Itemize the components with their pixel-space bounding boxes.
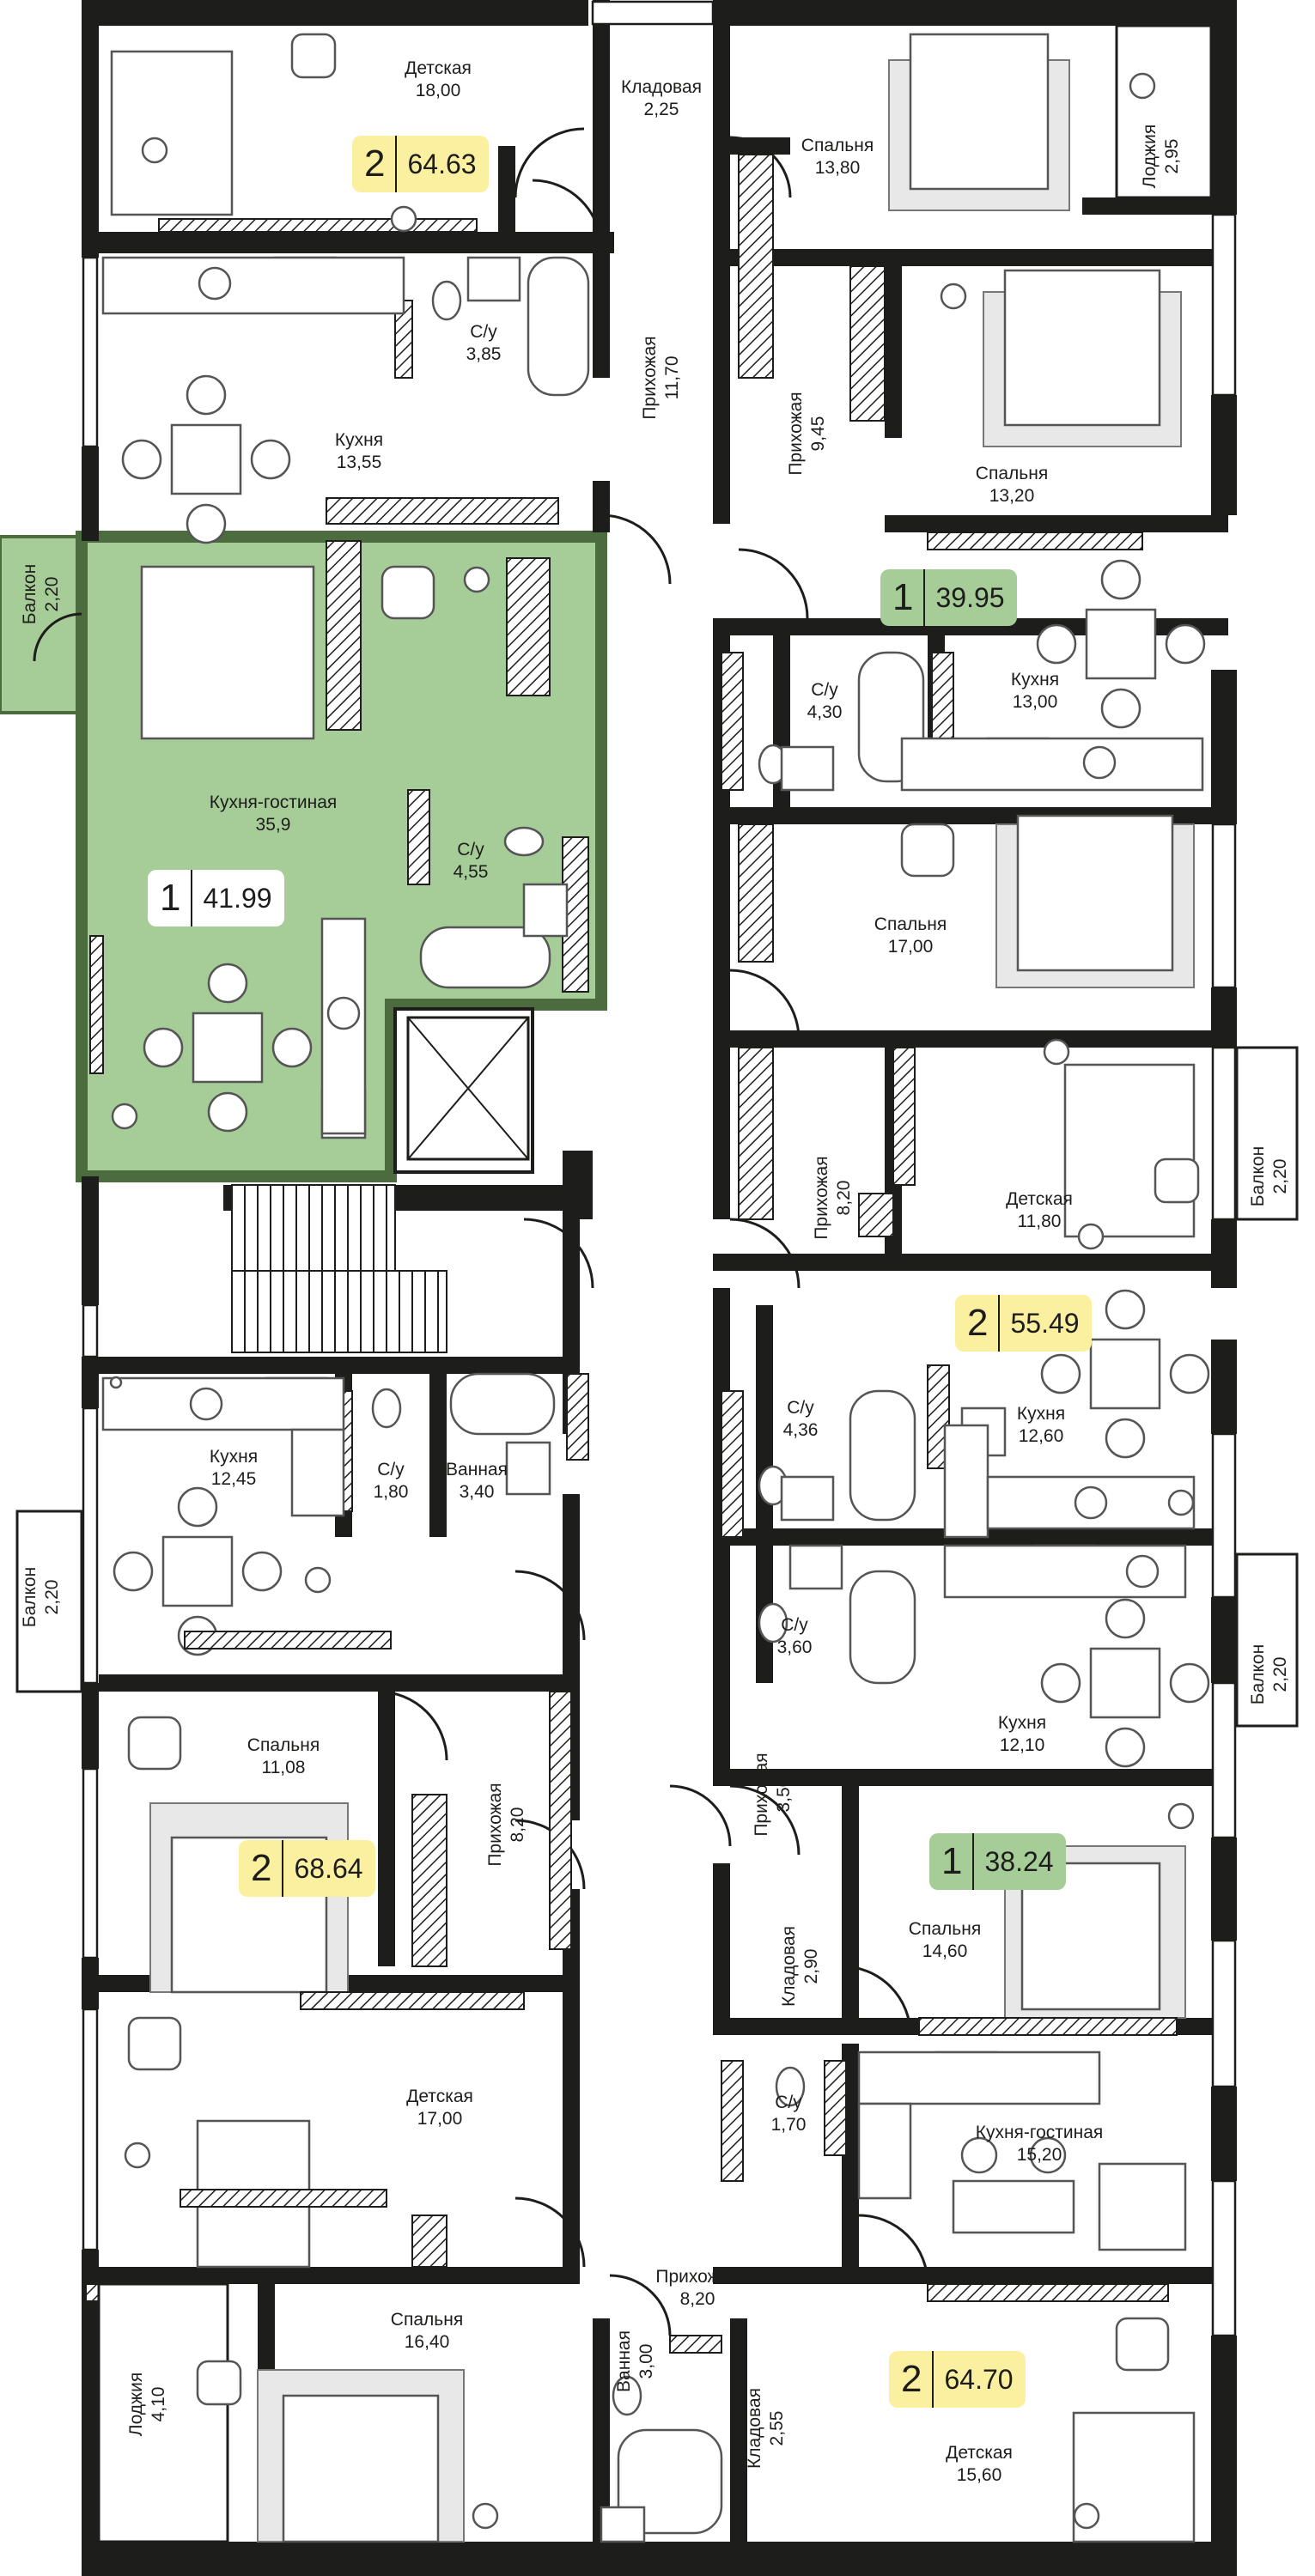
elevator-icon [406, 1016, 530, 1161]
armchair-icon [127, 33, 1200, 2406]
wardrobe [89, 154, 1178, 2302]
stove-icon [101, 256, 1204, 2200]
outer-walls [82, 0, 1237, 2576]
table-chairs-icon [113, 374, 1210, 2251]
stairs-icon [231, 1184, 447, 1353]
windows [82, 0, 1237, 2337]
bed-icon [110, 33, 1196, 2543]
plant-icon [109, 72, 1195, 2530]
toilet-icon [371, 280, 806, 2416]
doors [33, 127, 929, 2336]
balconies [15, 24, 1299, 2543]
